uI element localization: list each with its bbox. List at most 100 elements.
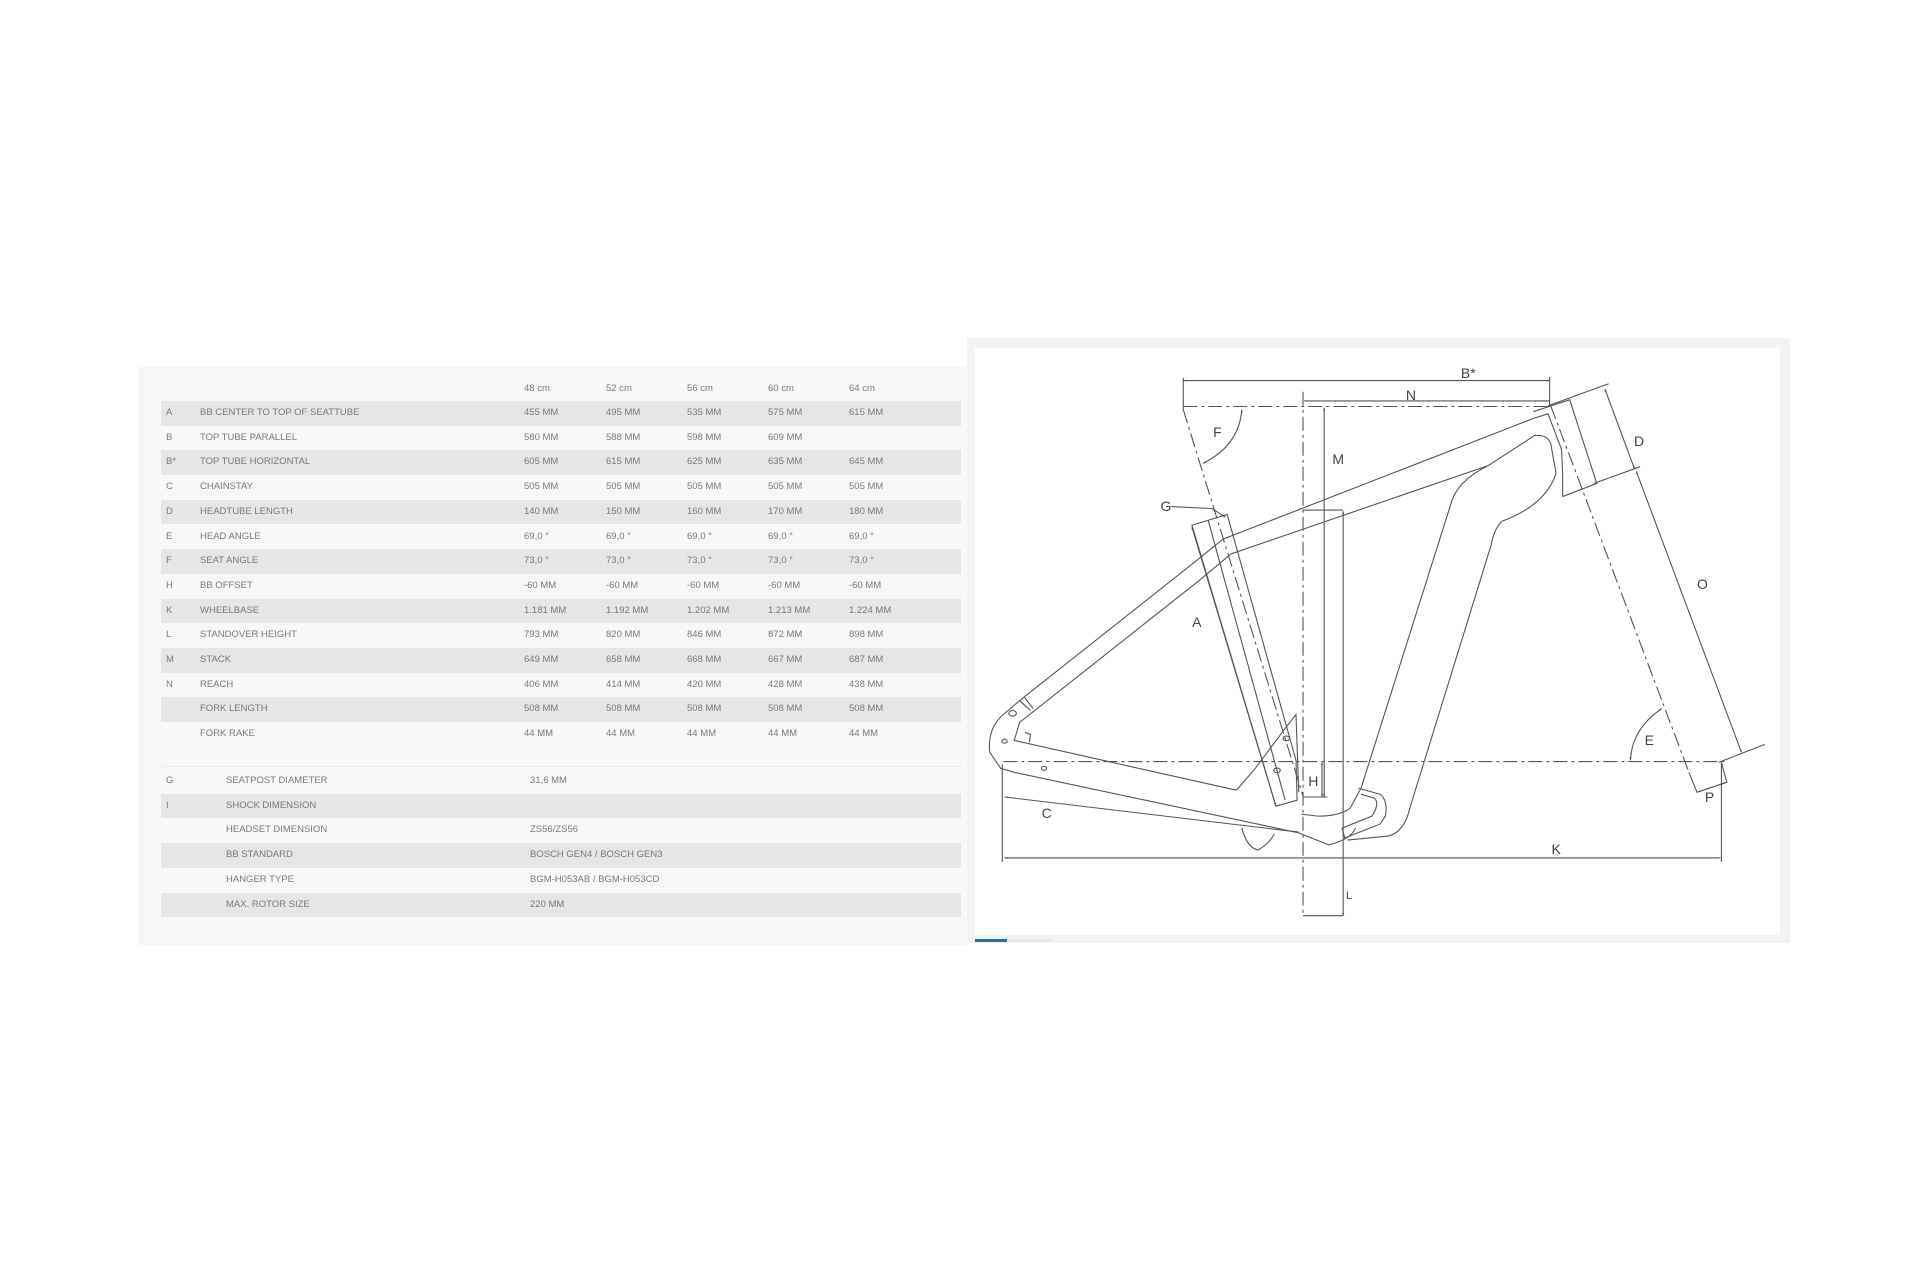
row-value: 170 MM bbox=[768, 505, 803, 517]
row-label: WHEELBASE bbox=[200, 604, 260, 616]
frame-outline bbox=[989, 400, 1726, 850]
spec-value: BOSCH GEN4 / BOSCH GEN3 bbox=[530, 849, 663, 861]
center-lines bbox=[1003, 392, 1724, 916]
dimension-label-bstar: B* bbox=[1460, 365, 1476, 382]
spec-label: HEADSET DIMENSION bbox=[226, 824, 328, 836]
row-value: 73,0 ° bbox=[768, 555, 793, 567]
row-value: 598 MM bbox=[687, 431, 722, 443]
row-code: L bbox=[166, 629, 172, 641]
size-header-60cm: 60 cm bbox=[768, 383, 794, 394]
row-code: N bbox=[166, 678, 173, 690]
row-value: 140 MM bbox=[524, 505, 559, 517]
row-value: 820 MM bbox=[606, 629, 641, 641]
row-value: 428 MM bbox=[768, 678, 803, 690]
row-value: 44 MM bbox=[849, 728, 879, 740]
row-value: 44 MM bbox=[768, 728, 798, 740]
row-value: 580 MM bbox=[524, 431, 559, 443]
dimension-label-o: O bbox=[1696, 576, 1708, 593]
dimension-lines bbox=[1002, 377, 1765, 916]
row-value: 846 MM bbox=[687, 629, 722, 641]
row-value: 508 MM bbox=[768, 703, 803, 715]
spec-row: BB STANDARD BOSCH GEN4 / BOSCH GEN3 bbox=[161, 843, 961, 868]
row-value: -60 MM bbox=[687, 579, 720, 591]
row-value: 508 MM bbox=[524, 703, 559, 715]
dimension-label-e: E bbox=[1644, 732, 1654, 749]
row-value: 575 MM bbox=[768, 407, 803, 418]
spec-row: HANGER TYPE BGM-H053AB / BGM-H053CD bbox=[161, 868, 961, 893]
row-value: 420 MM bbox=[687, 678, 722, 690]
dimension-label-m: M bbox=[1332, 451, 1345, 468]
dimension-label-h: H bbox=[1308, 773, 1319, 790]
row-value: -60 MM bbox=[606, 579, 639, 591]
row-value: 625 MM bbox=[687, 456, 722, 468]
row-value: 645 MM bbox=[849, 456, 884, 468]
row-value: 508 MM bbox=[606, 703, 641, 715]
row-value: 44 MM bbox=[687, 728, 717, 740]
row-label: STACK bbox=[200, 654, 231, 665]
row-value: 44 MM bbox=[606, 728, 636, 740]
row-code: C bbox=[166, 481, 173, 493]
dimension-label-a: A bbox=[1192, 614, 1202, 631]
row-value: 898 MM bbox=[849, 629, 884, 641]
row-code: B bbox=[166, 431, 173, 443]
spec-value: BGM-H053AB / BGM-H053CD bbox=[530, 873, 660, 885]
size-header-64cm: 64 cm bbox=[849, 383, 875, 394]
row-value: 609 MM bbox=[768, 431, 803, 443]
row-value: 69,0 ° bbox=[687, 530, 712, 542]
dimension-label-p: P bbox=[1704, 788, 1715, 805]
row-code: M bbox=[166, 654, 174, 665]
spec-label: HANGER TYPE bbox=[226, 873, 294, 885]
size-header-48cm: 48 cm bbox=[524, 383, 550, 394]
row-value: 44 MM bbox=[524, 728, 554, 740]
row-value: 1.224 MM bbox=[849, 604, 892, 616]
row-value: 505 MM bbox=[687, 481, 722, 493]
row-label: SEAT ANGLE bbox=[200, 555, 259, 567]
row-value: 414 MM bbox=[606, 678, 641, 690]
spec-code: I bbox=[166, 799, 169, 811]
image-pager-indicator[interactable] bbox=[975, 939, 1052, 942]
row-value: 69,0 ° bbox=[849, 530, 874, 542]
size-header-52cm: 52 cm bbox=[606, 383, 632, 394]
spec-label: BB STANDARD bbox=[226, 849, 293, 861]
row-value: 73,0 ° bbox=[524, 555, 549, 567]
row-value: 406 MM bbox=[524, 678, 559, 690]
row-value: 658 MM bbox=[606, 654, 641, 665]
row-value: 667 MM bbox=[768, 654, 803, 665]
row-value: 588 MM bbox=[606, 431, 641, 443]
dimension-label-d: D bbox=[1633, 432, 1645, 449]
row-code: K bbox=[166, 604, 173, 616]
spec-code: G bbox=[166, 775, 174, 786]
spec-value: 31,6 MM bbox=[530, 775, 567, 786]
row-label: BB CENTER TO TOP OF SEATTUBE bbox=[200, 407, 360, 418]
active-page-indicator bbox=[975, 939, 1007, 942]
spec-label: SEATPOST DIAMETER bbox=[226, 775, 328, 786]
row-value: -60 MM bbox=[524, 579, 557, 591]
spec-value: ZS56/ZS56 bbox=[530, 824, 579, 836]
row-label: HEAD ANGLE bbox=[200, 530, 261, 542]
spec-row: G SEATPOST DIAMETER 31,6 MM bbox=[161, 769, 961, 794]
row-value: 73,0 ° bbox=[849, 555, 874, 567]
row-value: 872 MM bbox=[768, 629, 803, 641]
spec-label: MAX. ROTOR SIZE bbox=[226, 898, 310, 910]
row-value: 455 MM bbox=[524, 407, 559, 418]
row-value: 635 MM bbox=[768, 456, 803, 468]
row-label: TOP TUBE HORIZONTAL bbox=[200, 456, 311, 468]
row-label: HEADTUBE LENGTH bbox=[200, 505, 293, 517]
row-value: 668 MM bbox=[687, 654, 722, 665]
row-value: 687 MM bbox=[849, 654, 884, 665]
frame-drawing bbox=[960, 330, 1800, 950]
row-value: 508 MM bbox=[849, 703, 884, 715]
spec-row: HEADSET DIMENSION ZS56/ZS56 bbox=[161, 818, 961, 843]
row-code: A bbox=[166, 407, 173, 418]
row-value: 505 MM bbox=[524, 481, 559, 493]
